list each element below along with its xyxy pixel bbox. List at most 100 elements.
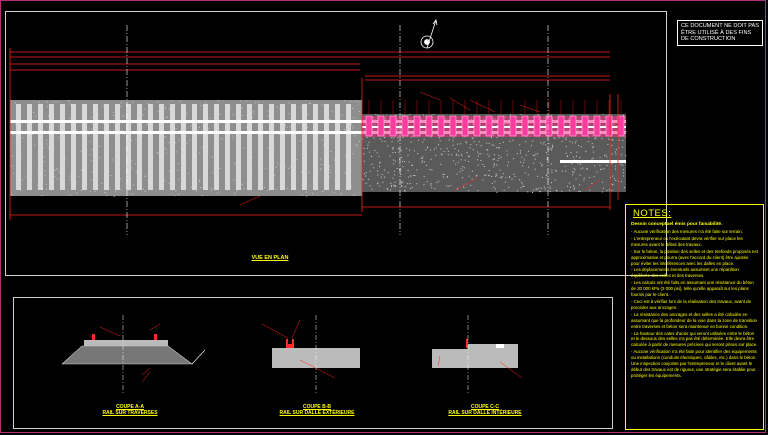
slab-speck [398, 151, 400, 153]
slab-speck [575, 155, 577, 157]
ballast-speck [164, 136, 166, 138]
ballast-speck [236, 190, 238, 192]
ties [16, 104, 351, 190]
slab-speck [426, 147, 428, 149]
tie [313, 104, 318, 190]
slab-speck [401, 114, 403, 116]
slab-speck [397, 140, 399, 142]
ballast-speck [341, 114, 343, 116]
ballast-speck [69, 117, 71, 119]
slab-speck [405, 147, 407, 149]
ballast-speck [200, 105, 202, 107]
slab-speck [548, 178, 550, 180]
slab-speck [469, 147, 471, 149]
slab-speck [407, 170, 409, 172]
ballast-speck [113, 111, 115, 113]
slab-speck [422, 114, 424, 116]
section-a-drawing [61, 315, 206, 395]
slab-speck [565, 152, 567, 154]
slab-speck [558, 137, 560, 139]
slab-speck [601, 168, 603, 170]
slab-speck [368, 141, 370, 143]
slab-speck [608, 138, 610, 140]
slab-speck [601, 138, 603, 140]
slab-speck [576, 151, 578, 153]
ballast-speck [11, 193, 13, 195]
slab-speck [417, 139, 419, 141]
slab-speck [460, 159, 462, 161]
ballast-speck [308, 172, 310, 174]
slab-speck [398, 159, 400, 161]
ballast-speck [179, 100, 181, 102]
ballast-speck [179, 129, 181, 131]
ballast-speck [157, 101, 159, 103]
slab-speck [573, 171, 575, 173]
ballast-speck [353, 194, 355, 196]
ballast-speck [344, 172, 346, 174]
slab-speck [604, 155, 606, 157]
ballast-speck [198, 180, 200, 182]
ballast-speck [164, 107, 166, 109]
ballast-speck [43, 161, 45, 163]
ballast-speck [332, 133, 334, 135]
slab-speck [401, 182, 403, 184]
slab-speck [574, 169, 576, 171]
ballast-speck [232, 114, 234, 116]
slab-speck [463, 187, 465, 189]
ballast-speck [47, 147, 49, 149]
slab-speck [494, 181, 496, 183]
slab-speck [496, 146, 498, 148]
ballast-speck [319, 168, 321, 170]
slab-speck [527, 174, 529, 176]
slab-speck [543, 186, 545, 188]
slab-speck [468, 161, 470, 163]
slab-speck [379, 162, 381, 164]
slab-speck [493, 186, 495, 188]
slab-speck [462, 169, 464, 171]
slab-speck [550, 163, 552, 165]
slab-speck [446, 185, 448, 187]
tie [82, 104, 87, 190]
slab-speck [501, 175, 503, 177]
tie [346, 104, 351, 190]
ballast-speck [59, 128, 61, 130]
slab-speck [491, 182, 493, 184]
slab-speck [430, 158, 432, 160]
slab-speck [488, 170, 490, 172]
slab-speck [448, 185, 450, 187]
ballast-speck [156, 152, 158, 154]
ballast-speck [47, 106, 49, 108]
ballast-speck [98, 156, 100, 158]
slab-speck [532, 140, 534, 142]
ballast-speck [199, 152, 201, 154]
ballast-speck [120, 102, 122, 104]
slab-speck [527, 166, 529, 168]
slab-speck [404, 189, 406, 191]
slab-speck [531, 145, 533, 147]
axis-lines [126, 25, 549, 235]
ballast-speck [257, 101, 259, 103]
slab-speck [392, 152, 394, 154]
slab-speck [472, 149, 474, 151]
slab-speck [546, 158, 548, 160]
slab-speck [612, 183, 614, 185]
slab-speck [451, 154, 453, 156]
ballast-speck [14, 102, 16, 104]
slab-speck [565, 170, 567, 172]
ballast-speck [119, 188, 121, 190]
ballast-speck [278, 133, 280, 135]
slab-speck [409, 114, 411, 116]
slab-speck [450, 185, 452, 187]
slab-speck [553, 137, 555, 139]
ballast-speck [143, 114, 145, 116]
ballast-speck [68, 100, 70, 102]
slab-speck [566, 156, 568, 158]
slab-speck [400, 149, 402, 151]
slab-speck [572, 185, 574, 187]
slab-speck [545, 151, 547, 153]
slab-speck [393, 137, 395, 139]
slab-speck [493, 164, 495, 166]
ballast-speck [103, 105, 105, 107]
ballast-speck [234, 192, 236, 194]
slab-speck [480, 160, 482, 162]
